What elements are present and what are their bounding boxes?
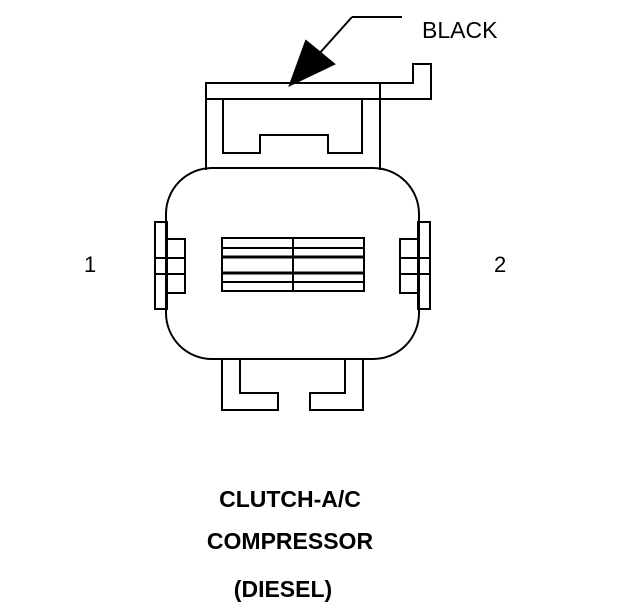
pin-1-label: 1 [84, 252, 97, 277]
bottom-key-right [309, 359, 364, 411]
pin-2-label: 2 [494, 252, 507, 277]
right-side-tab [399, 221, 431, 310]
caption-line-2: COMPRESSOR [206, 528, 374, 554]
connector-latch [205, 63, 432, 170]
terminal-cavities [221, 237, 365, 292]
bottom-key-left [221, 359, 279, 411]
wire-color-label: BLACK [422, 17, 498, 43]
caption-line-1: CLUTCH-A/C [219, 486, 361, 512]
callout-leader [288, 16, 402, 87]
caption-line-3: (DIESEL) [233, 576, 333, 602]
left-side-tab [154, 221, 186, 310]
